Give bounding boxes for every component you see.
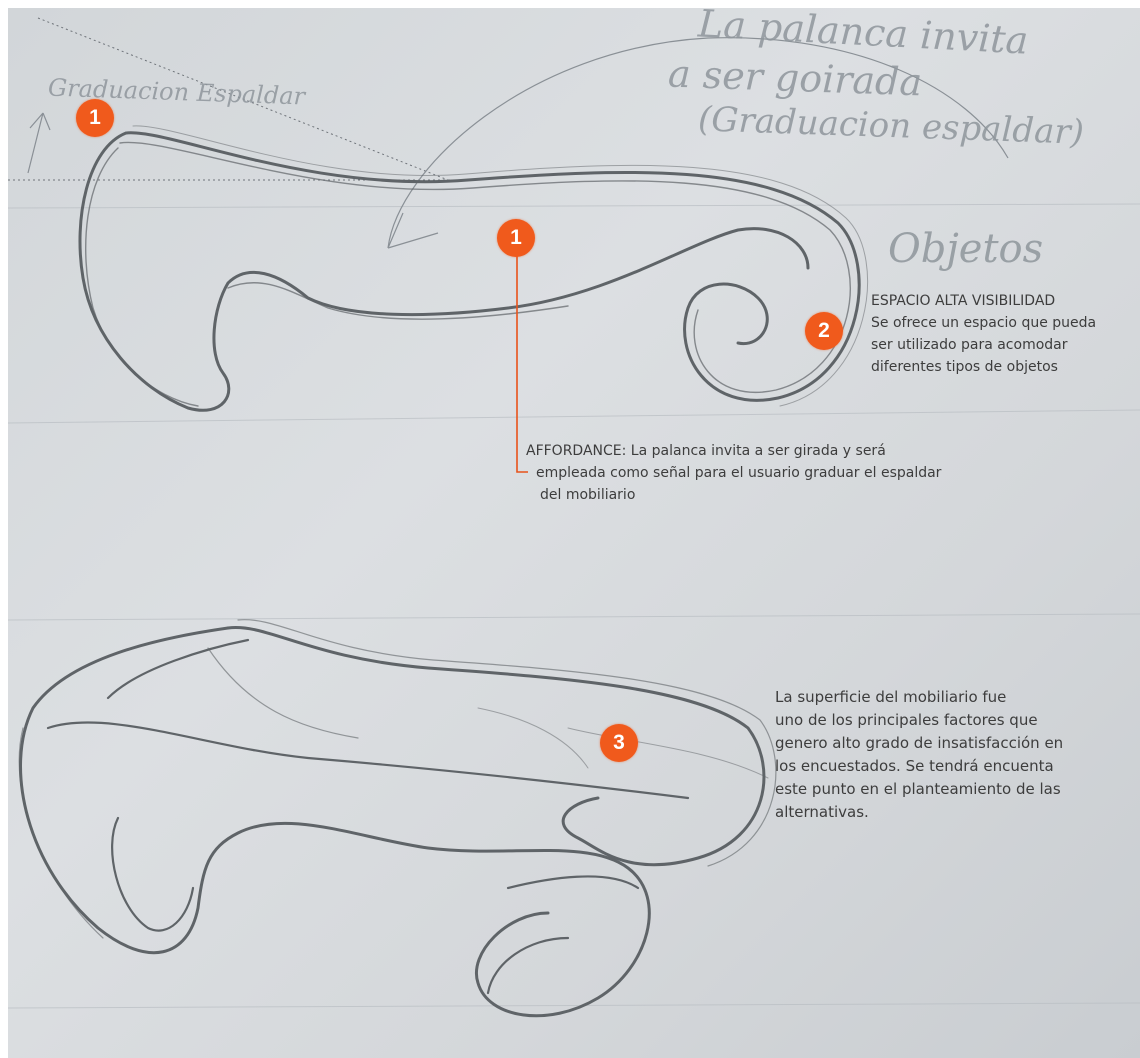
marker-3: 3 xyxy=(600,724,638,762)
marker-1-center: 1 xyxy=(497,219,535,257)
annotation-superficie-line-2: uno de los principales factores que xyxy=(775,709,1063,732)
annotation-espacio-line-3: ser utilizado para acomodar xyxy=(871,334,1096,356)
marker-1-top: 1 xyxy=(76,99,114,137)
annotation-espacio: ESPACIO ALTA VISIBILIDAD Se ofrece un es… xyxy=(871,290,1096,378)
annotation-superficie: La superficie del mobiliario fue uno de … xyxy=(775,686,1063,824)
annotation-affordance-line-1: AFFORDANCE: La palanca invita a ser gira… xyxy=(526,440,941,462)
annotation-superficie-line-5: este punto en el planteamiento de las xyxy=(775,778,1063,801)
annotation-superficie-line-1: La superficie del mobiliario fue xyxy=(775,686,1063,709)
annotation-superficie-line-3: genero alto grado de insatisfacción en xyxy=(775,732,1063,755)
annotation-affordance-line-2: empleada como señal para el usuario grad… xyxy=(526,462,941,484)
annotation-superficie-line-6: alternativas. xyxy=(775,801,1063,824)
annotation-superficie-line-4: los encuestados. Se tendrá encuenta xyxy=(775,755,1063,778)
annotation-affordance-line-3: del mobiliario xyxy=(526,484,941,506)
annotation-espacio-line-2: Se ofrece un espacio que pueda xyxy=(871,312,1096,334)
annotation-espacio-line-1: ESPACIO ALTA VISIBILIDAD xyxy=(871,290,1096,312)
sketch-sheet: Graduacion Espaldar La palanca invita a … xyxy=(8,8,1140,1058)
affordance-leader-line xyxy=(8,8,1140,1058)
annotation-affordance: AFFORDANCE: La palanca invita a ser gira… xyxy=(526,440,941,506)
marker-2: 2 xyxy=(805,312,843,350)
annotation-espacio-line-4: diferentes tipos de objetos xyxy=(871,356,1096,378)
